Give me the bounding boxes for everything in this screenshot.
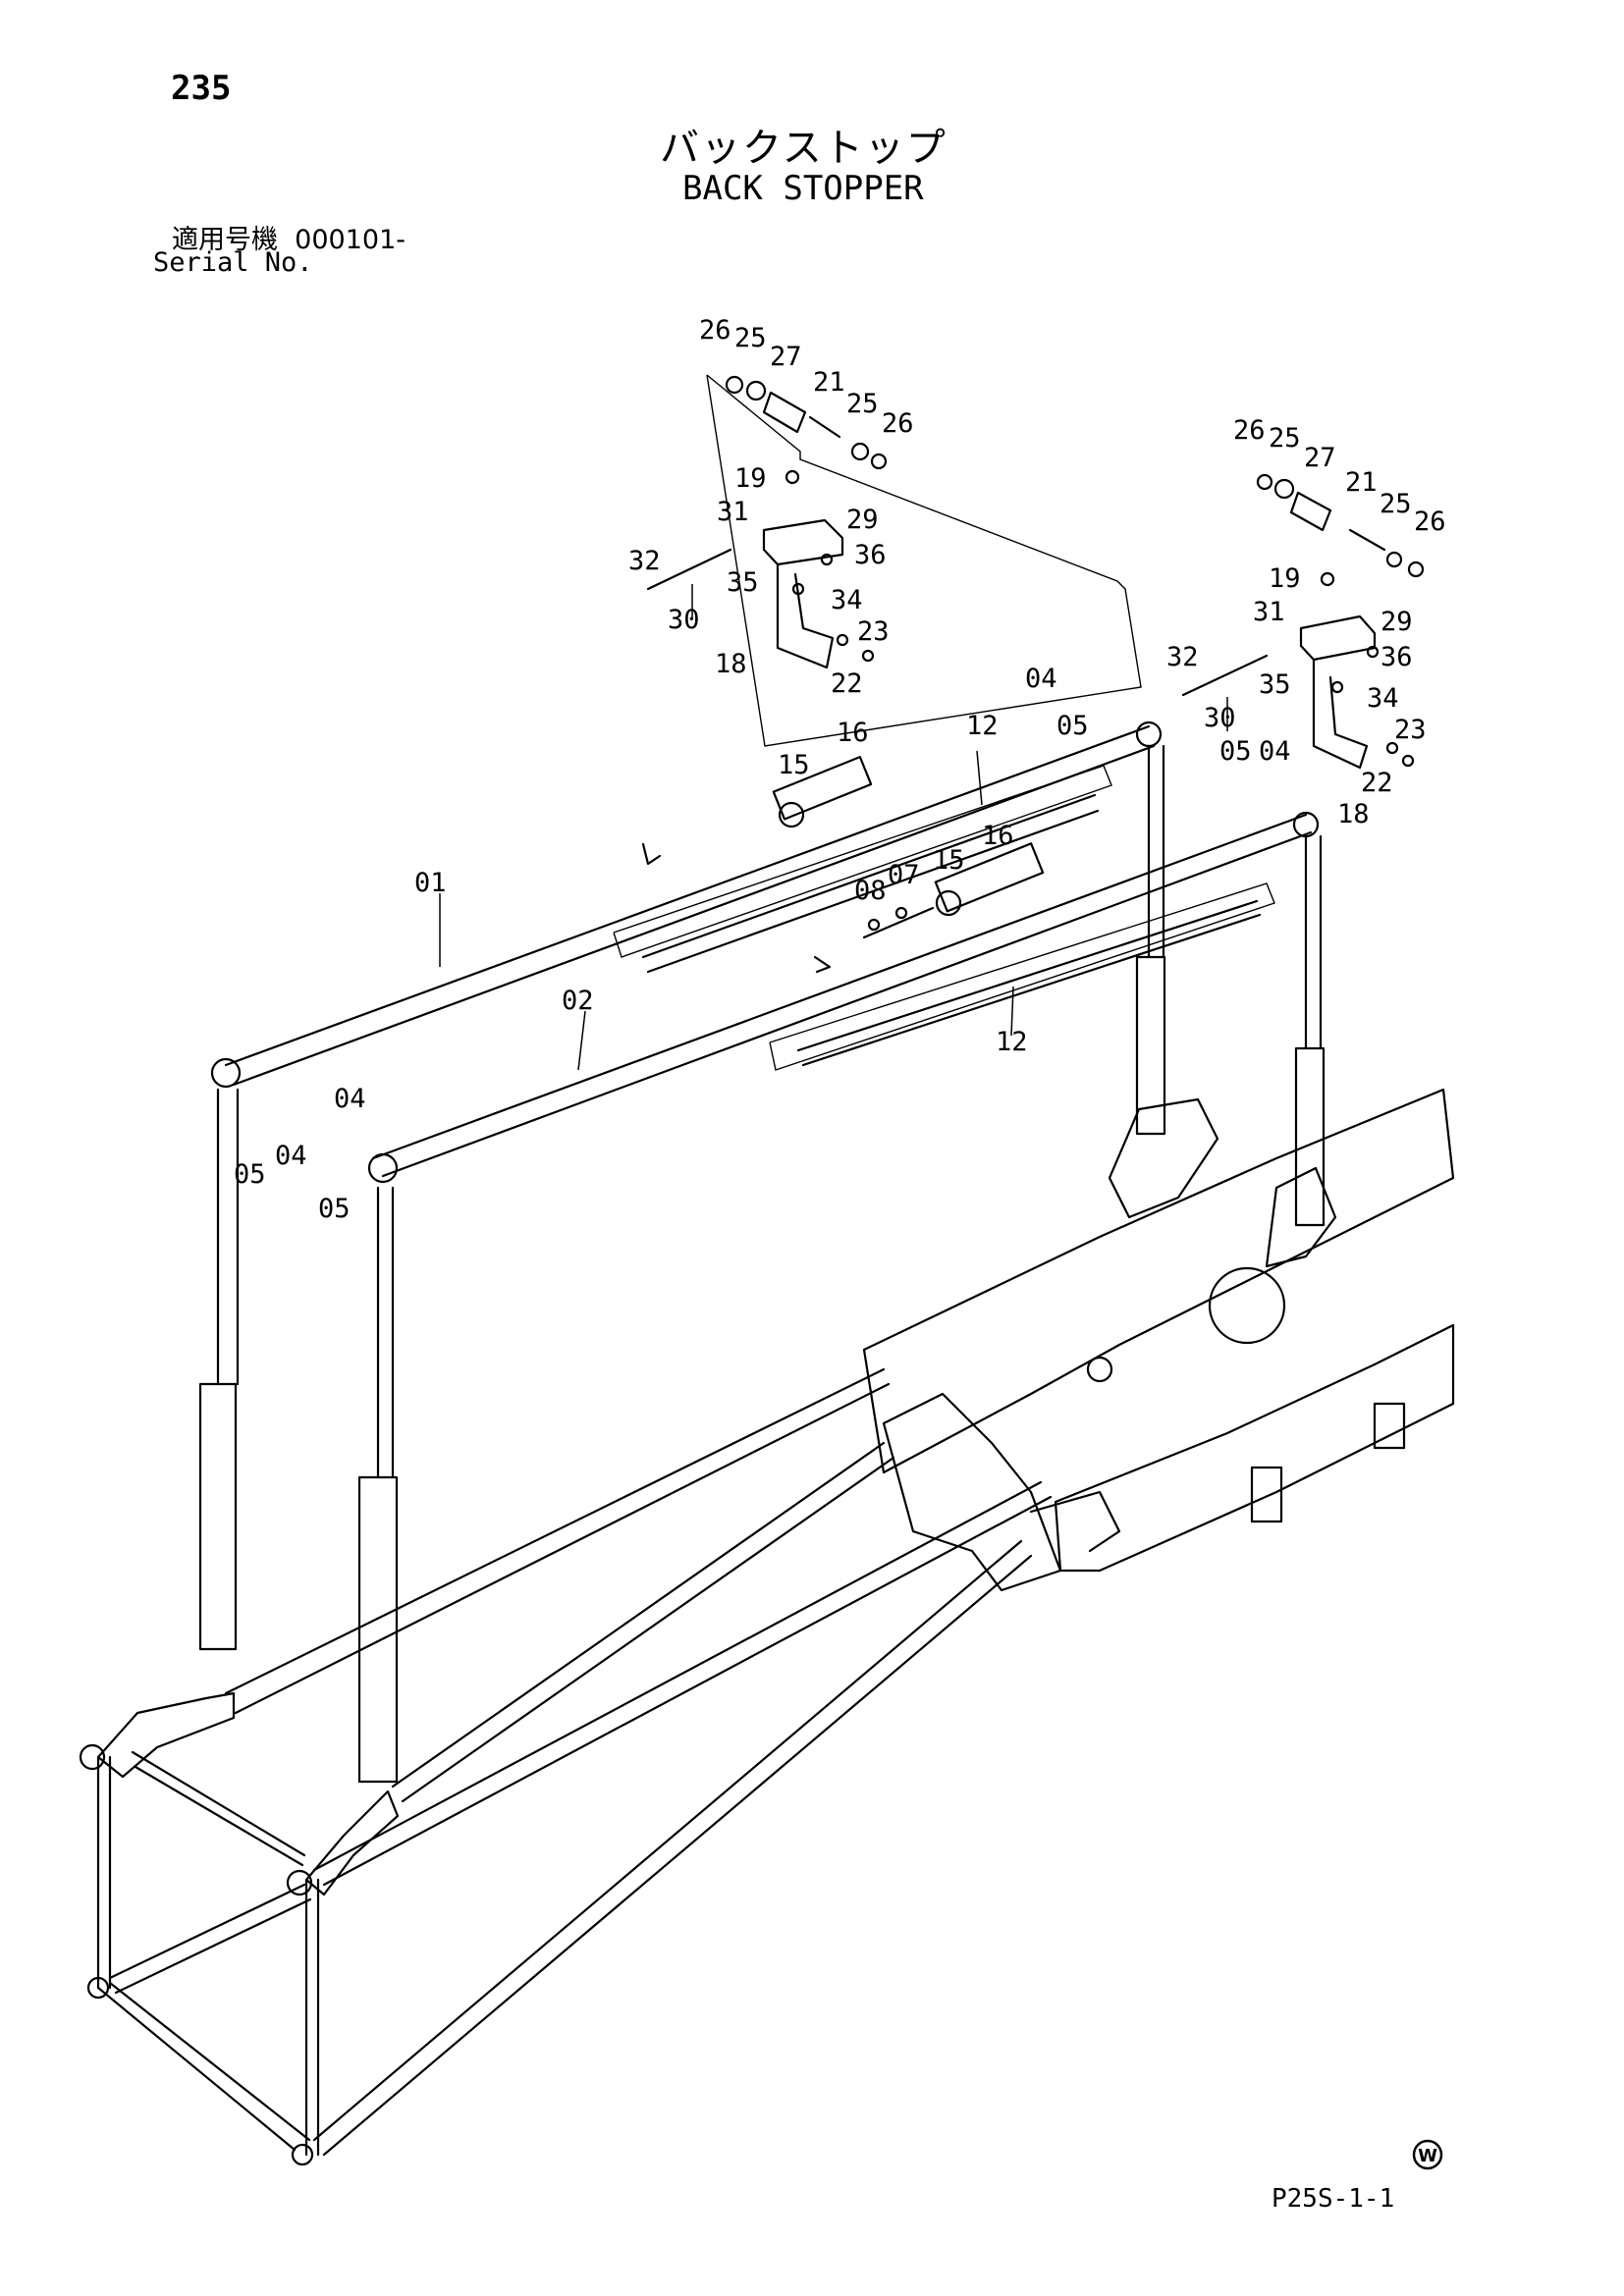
callout-label: 26 [699, 315, 731, 346]
callout-label: 04 [1259, 736, 1291, 767]
callout-label: 05 [234, 1159, 266, 1190]
callout-label: 23 [857, 616, 890, 647]
callout-label: 15 [933, 845, 965, 876]
callout-label: 04 [275, 1141, 307, 1171]
callout-label: 08 [854, 876, 887, 906]
callout-label: 34 [1367, 683, 1399, 714]
callout-label: 16 [837, 718, 869, 748]
callout-label: 29 [846, 505, 879, 535]
callout-label: 22 [1361, 768, 1393, 798]
callout-label: 04 [1025, 664, 1057, 694]
callout-label: 16 [982, 821, 1014, 851]
title-english: BACK STOPPER [682, 169, 924, 208]
detail-frame-left [706, 374, 1142, 747]
callout-label: 32 [628, 546, 661, 576]
callout-label: 30 [668, 605, 700, 635]
callout-label: 23 [1394, 715, 1427, 745]
callout-labels: 26 25 27 21 25 26 19 31 29 32 36 35 30 3… [234, 315, 1446, 1224]
callout-label: 26 [882, 408, 914, 439]
title-japanese: バックストップ [660, 126, 947, 171]
callout-label: 05 [318, 1194, 351, 1224]
serial-value: 000101- [295, 225, 406, 255]
callout-label: 15 [778, 750, 810, 780]
callout-label: 31 [717, 497, 749, 527]
callout-label: 32 [1166, 642, 1199, 672]
callout-label: 19 [1269, 563, 1301, 594]
left-bracket-assembly [646, 375, 888, 669]
struts [198, 744, 1326, 1784]
serial-label-japanese: 適用号機 000101- [172, 218, 406, 256]
springs [772, 756, 1045, 939]
wm-circle-icon: W [1412, 2139, 1443, 2170]
callout-label: 34 [831, 585, 863, 615]
callout-label: 26 [1233, 415, 1266, 446]
page-number: 235 [171, 69, 232, 108]
right-bracket-assembly [1181, 473, 1425, 770]
callout-label: 29 [1380, 607, 1413, 637]
leader-lines [439, 584, 1228, 1071]
carbody-frame [862, 1088, 1455, 1592]
callout-label: 36 [1380, 642, 1413, 672]
serial-label-english: Serial No. [153, 247, 313, 278]
callout-label: 18 [1337, 799, 1370, 829]
callout-label: 01 [414, 868, 447, 898]
callout-label: 05 [1219, 736, 1252, 767]
callout-label: 21 [813, 367, 845, 398]
callout-label: 21 [1345, 467, 1378, 498]
callout-label: 12 [966, 711, 999, 741]
mark-letter: W [1418, 2146, 1437, 2166]
callout-label: 35 [727, 567, 759, 598]
callout-label: 04 [334, 1084, 366, 1114]
callout-label: 19 [734, 463, 767, 494]
callout-label: 26 [1414, 507, 1446, 537]
callout-label: 25 [1380, 489, 1412, 519]
callout-label: 31 [1253, 597, 1285, 627]
rod-detail-frames [613, 765, 1275, 1071]
main-rods [210, 721, 1320, 1184]
figure-code: P25S-1-1 [1272, 2184, 1395, 2214]
callout-label: 36 [854, 540, 887, 570]
callout-label: 18 [715, 649, 747, 679]
lattice-frame [79, 1367, 1053, 2166]
callout-label: 07 [888, 860, 920, 890]
callout-label: 30 [1204, 703, 1236, 733]
callout-label: 25 [1269, 423, 1301, 454]
serial-label-jp-text: 適用号機 [172, 225, 278, 255]
callout-label: 25 [734, 323, 767, 353]
callout-label: 02 [562, 986, 594, 1016]
callout-label: 12 [996, 1027, 1028, 1057]
callout-label: 05 [1056, 711, 1089, 741]
callout-label: 35 [1259, 669, 1291, 700]
callout-label: 27 [770, 342, 802, 372]
callout-label: 27 [1304, 443, 1336, 473]
callout-label: 22 [831, 668, 863, 699]
callout-label: 25 [846, 389, 879, 419]
